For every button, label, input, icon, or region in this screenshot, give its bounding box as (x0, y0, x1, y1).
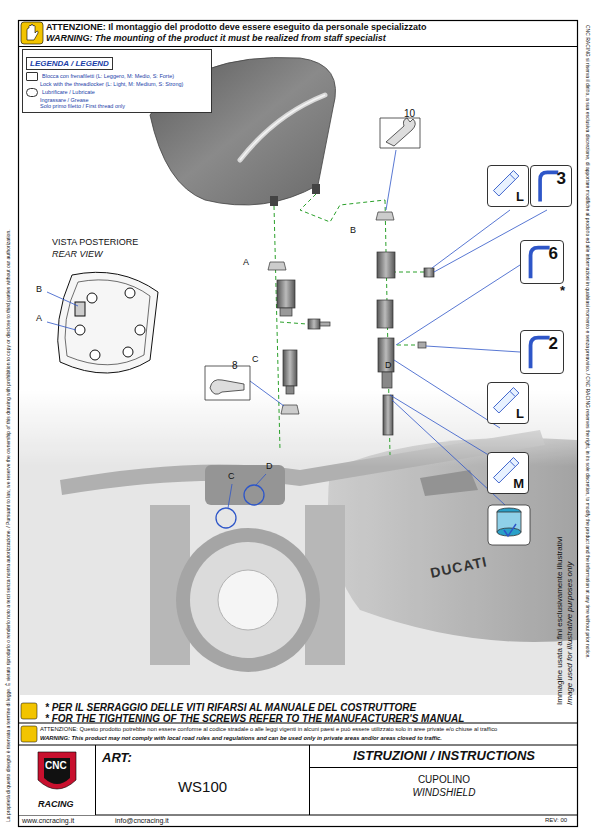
tool-size: 2 (549, 334, 558, 354)
product-name: CUPOLINO (310, 768, 578, 785)
callout-letter: D (266, 462, 273, 472)
tool-icon-box: 2 (520, 330, 564, 374)
title-block-cell: ISTRUZIONI / INSTRUCTIONSCUPOLINOWINDSHI… (310, 745, 578, 815)
field-label: ART: (102, 750, 132, 765)
note-text: www.cncracing.it (22, 817, 74, 825)
tool-icon-box: 3 (530, 165, 572, 207)
callout-letter: B (350, 226, 356, 236)
legend-row: Ingrassare / Grease (40, 97, 208, 104)
legend-box: LEGENDA / LEGEND Blocca con frenafiletti … (22, 49, 212, 113)
tool-icon-box: 6* (520, 240, 564, 284)
tool-size: L (516, 189, 524, 204)
legend-row: Lock with the threadlocker (L: Light, M:… (40, 81, 208, 88)
legend-icon (26, 72, 38, 81)
note-text: ATTENZIONE: Il montaggio del prodotto de… (46, 23, 426, 33)
tool-size: 3 (557, 169, 566, 189)
legend-text: Lubrificare / Lubricate (42, 89, 95, 96)
product-name: WINDSHIELD (310, 785, 578, 798)
tool-size: 6 (549, 244, 558, 264)
callout-letter: 8 (232, 360, 238, 371)
legend-row: Blocca con frenafiletti (L: Leggero, M: … (26, 72, 208, 81)
callout-letter: C (252, 355, 259, 365)
note-text: La proprietà di questo disegno è riserva… (6, 229, 12, 822)
note-text: REV: 00 (545, 817, 567, 824)
note-text: CNC RACING si riserva il diritto, a sua … (585, 25, 591, 659)
callout-letter: D (385, 361, 392, 371)
callout-letter: B (36, 285, 42, 295)
legend-text: Blocca con frenafiletti (L: Leggero, M: … (42, 73, 174, 80)
legend-icon (26, 88, 38, 97)
tool-size: M (513, 476, 524, 491)
tool-icon-box: M (487, 452, 529, 494)
note-text: Immagine usata a fini esclusivamente ill… (556, 536, 565, 705)
note-text: Image used for illustrative purposes onl… (566, 562, 575, 705)
tool-size: L (516, 406, 524, 421)
callout-letter: A (36, 314, 42, 324)
note-text: WARNING: The mounting of the product it … (46, 34, 386, 44)
note-text: * FOR THE TIGHTENING OF THE SCREWS REFER… (45, 713, 464, 724)
note-text: * PER IL SERRAGGIO DELLE VITI RIFARSI AL… (45, 702, 416, 713)
tool-icon-box: L (487, 382, 529, 424)
title-block-cell: ART: WS100 (95, 745, 310, 815)
callout-letter: 10 (404, 108, 415, 119)
tool-icon-box: L (487, 165, 529, 207)
note-text: info@cncracing.it (115, 817, 169, 825)
legend-title: LEGENDA / LEGEND (26, 57, 113, 70)
note-mark: * (560, 283, 565, 298)
sheet-title: ISTRUZIONI / INSTRUCTIONS (310, 745, 578, 768)
note-text: CNC (45, 760, 67, 771)
legend-text: Solo primo filetto / First thread only (40, 103, 125, 110)
callout-letter: C (228, 472, 235, 482)
legend-text: Ingrassare / Grease (40, 97, 89, 104)
legend-row: Solo primo filetto / First thread only (40, 103, 208, 110)
article-code: WS100 (96, 778, 309, 795)
note-text: RACING (38, 800, 74, 810)
note-text: REAR VIEW (52, 250, 103, 260)
legend-text: Lock with the threadlocker (L: Light, M:… (40, 81, 183, 88)
legend-row: Lubrificare / Lubricate (26, 88, 208, 97)
note-text: WARNING: This product may not comply wit… (40, 735, 575, 741)
note-text: VISTA POSTERIORE (52, 238, 138, 248)
callout-letter: A (243, 258, 249, 268)
note-text: ATTENZIONE: Questo prodotto potrebbe non… (40, 726, 575, 732)
